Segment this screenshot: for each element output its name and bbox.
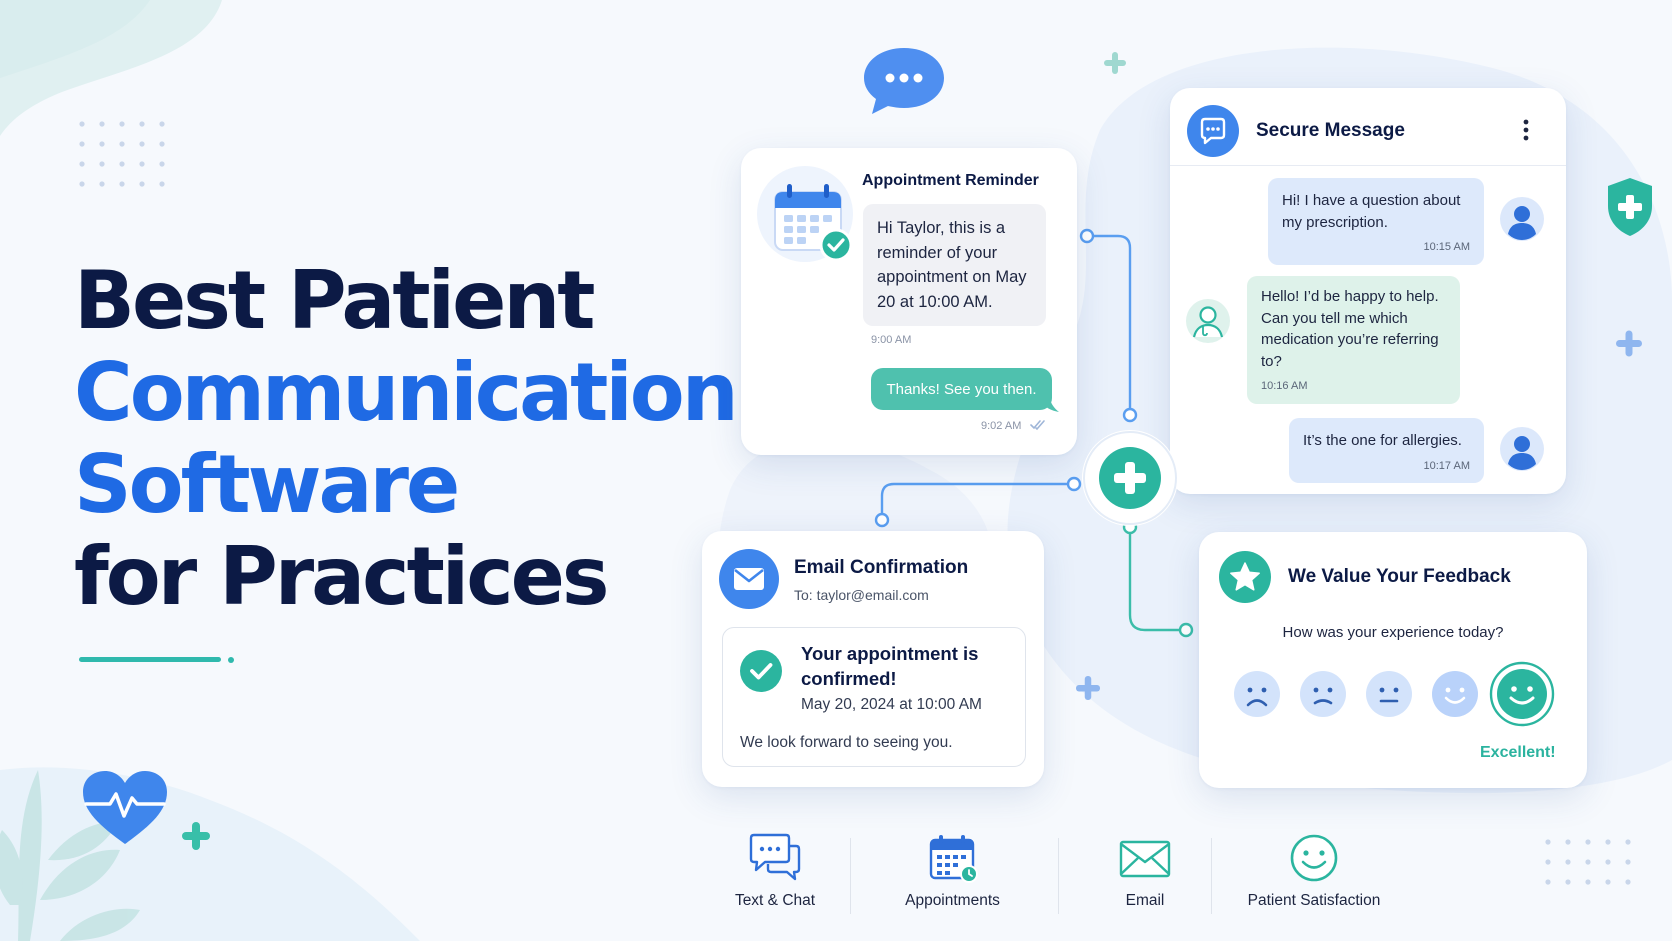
neutral-face-icon[interactable] — [1365, 670, 1413, 718]
nav-divider — [1058, 838, 1059, 914]
headline-underline — [79, 657, 221, 662]
patient-avatar-icon — [1500, 197, 1544, 241]
calendar-icon — [929, 835, 978, 883]
very-sad-face-icon[interactable] — [1233, 670, 1281, 718]
nav-appointments[interactable]: Appointments — [890, 832, 1015, 910]
read-ticks-icon — [1030, 420, 1045, 431]
feedback-question: How was your experience today? — [1282, 624, 1504, 641]
message-time: 10:16 AM — [1261, 380, 1308, 392]
confirmation-heading: Your appointment is confirmed! — [801, 643, 979, 689]
message-patient-1: Hi! I have a question about my prescript… — [1268, 178, 1484, 265]
chat-bubble-icon — [1187, 105, 1239, 157]
email-title: Email Confirmation — [794, 557, 969, 578]
message-text: It’s the one for allergies. — [1303, 432, 1462, 449]
heartbeat-icon — [83, 771, 167, 844]
very-happy-face-icon[interactable] — [1489, 661, 1555, 727]
reminder-message: Hi Taylor, this is a reminder of your ap… — [863, 204, 1046, 326]
nav-label: Patient Satisfaction — [1247, 892, 1381, 909]
confirmation-message: We look forward to seeing you. — [740, 734, 953, 751]
reply-bubble-tail — [1041, 396, 1059, 412]
message-time: 10:17 AM — [1423, 459, 1470, 472]
nav-label: Text & Chat — [734, 892, 816, 909]
reminder-time: 9:00 AM — [871, 334, 912, 346]
star-icon — [1219, 551, 1271, 603]
nav-divider — [850, 838, 851, 914]
headline-line-3: Software — [74, 438, 460, 531]
doctor-avatar-icon — [1186, 299, 1230, 343]
headline-line-1: Best Patient — [74, 254, 596, 347]
reply-bubble: Thanks! See you then. — [871, 368, 1052, 410]
patient-avatar-icon — [1500, 427, 1544, 471]
envelope-icon — [719, 549, 779, 609]
calendar-check-icon — [757, 166, 853, 262]
more-options-icon[interactable] — [1522, 118, 1530, 142]
happy-face-icon[interactable] — [1431, 670, 1479, 718]
headline-line-2: Communication — [74, 346, 739, 439]
secure-message-header: Secure Message — [1170, 88, 1566, 166]
nav-email[interactable]: Email — [1110, 832, 1180, 910]
appointment-reminder-card[interactable]: Appointment Reminder Hi Taylor, this is … — [741, 148, 1077, 455]
email-confirmation-card[interactable]: Email Confirmation To: taylor@email.com … — [702, 531, 1044, 787]
headline-underline-dot — [228, 657, 234, 663]
message-doctor-1: Hello! I’d be happy to help. Can you tel… — [1247, 276, 1460, 404]
check-circle-icon — [740, 650, 782, 692]
message-text: Hi! I have a question about my prescript… — [1282, 192, 1461, 231]
chat-icon — [749, 833, 801, 881]
nav-divider — [1211, 838, 1212, 914]
headline-line-4: for Practices — [74, 530, 610, 623]
confirmation-date: May 20, 2024 at 10:00 AM — [801, 696, 982, 713]
chat-bubble-icon — [864, 48, 944, 114]
nav-patient-satisfaction[interactable]: Patient Satisfaction — [1245, 832, 1383, 910]
sad-face-icon[interactable] — [1299, 670, 1347, 718]
reply-time: 9:02 AM — [981, 420, 1022, 432]
feedback-title: We Value Your Feedback — [1288, 566, 1511, 587]
secure-message-title: Secure Message — [1256, 120, 1405, 141]
message-text: Hello! I’d be happy to help. Can you tel… — [1261, 288, 1439, 370]
shield-plus-icon — [1608, 178, 1652, 236]
nav-label: Appointments — [905, 892, 1000, 909]
envelope-icon — [1119, 840, 1171, 878]
reminder-title: Appointment Reminder — [862, 172, 1039, 189]
medical-plus-icon — [1082, 430, 1178, 526]
page-headline: Best Patient Communication Software for … — [74, 254, 739, 623]
smiley-icon — [1290, 834, 1338, 882]
confirmation-box: Your appointment is confirmed! May 20, 2… — [722, 627, 1026, 767]
feedback-card[interactable]: We Value Your Feedback How was your expe… — [1199, 532, 1587, 788]
message-patient-2: It’s the one for allergies. 10:17 AM — [1289, 418, 1484, 483]
nav-text-chat[interactable]: Text & Chat — [720, 832, 830, 910]
email-recipient: To: taylor@email.com — [794, 587, 929, 603]
message-time: 10:15 AM — [1423, 241, 1470, 253]
selected-rating-label: Excellent! — [1480, 744, 1556, 761]
nav-label: Email — [1125, 892, 1165, 909]
secure-message-card[interactable]: Secure Message Hi! I have a question abo… — [1170, 88, 1566, 494]
